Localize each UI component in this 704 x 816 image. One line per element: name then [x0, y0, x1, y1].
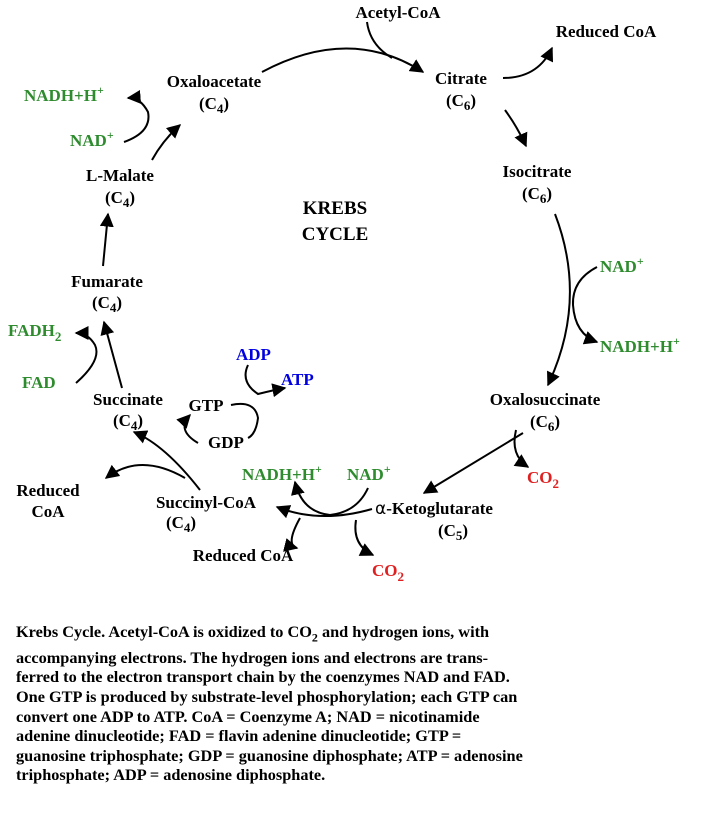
nad-to-nadh-arrow-3 [123, 89, 150, 143]
diagram-title-line1: KREBS [303, 198, 367, 219]
fad-to-fadh2-arrow [74, 326, 98, 384]
gdp-to-gtp-arrow [176, 413, 199, 444]
succinate-to-fumarate-arrow [100, 320, 123, 389]
nad-to-nadh-arrow-1 [571, 266, 599, 345]
fumarate-to-malate-arrow [99, 212, 114, 267]
caption-line-3: ferred to the electron transport chain b… [16, 667, 510, 687]
reduced-coa-bottom-label: Reduced CoA [193, 546, 294, 565]
gtp-label: GTP [189, 396, 224, 415]
citrate-label: Citrate [435, 69, 487, 88]
caption-line-2: accompanying electrons. The hydrogen ion… [16, 647, 489, 667]
fumarate-label: Fumarate [71, 272, 143, 291]
co2-release-arrow-1 [513, 429, 530, 468]
caption-line-8: triphosphate; ADP = adenosine diphosphat… [16, 765, 326, 785]
succinate-carbon-count: (C4) [113, 411, 143, 433]
ketoglutarate-to-succinyl-coa-arrow [275, 505, 373, 519]
malate-to-oxaloacetate-arrow [151, 124, 182, 161]
reduced-coa-top-arrow [502, 46, 554, 79]
figure-caption: Krebs Cycle. Acetyl-CoA is oxidized to C… [16, 622, 696, 785]
fadh2-label: FADH2 [8, 321, 61, 344]
isocitrate-carbon-count: (C6) [522, 184, 552, 206]
nadh-label-1: NADH+H+ [600, 334, 680, 356]
reduced-coa-left-arrow [104, 464, 186, 479]
atp-label: ATP [281, 370, 314, 389]
l-malate-label: L-Malate [86, 166, 154, 185]
oxaloacetate-label: Oxaloacetate [167, 72, 262, 91]
krebs-cycle-diagram: KREBS CYCLE Acetyl-CoA Reduced CoA Citra… [8, 3, 680, 584]
adp-to-atp-arrow [244, 364, 287, 398]
gdp-label: GDP [208, 433, 244, 452]
nad-label-3: NAD+ [70, 128, 114, 150]
caption-line-7: guanosine triphosphate; GDP = guanosine … [16, 745, 523, 765]
acetyl-coa-label: Acetyl-CoA [356, 3, 442, 22]
l-malate-carbon-count: (C4) [105, 188, 135, 210]
oxalosuccinate-to-ketoglutarate-arrow [422, 432, 524, 494]
oxaloacetate-carbon-count: (C4) [199, 94, 229, 116]
caption-line-4: One GTP is produced by substrate-level p… [16, 687, 518, 707]
oxalosuccinate-label: Oxalosuccinate [490, 390, 601, 409]
nad-to-nadh-arrow-2 [291, 480, 369, 517]
fumarate-carbon-count: (C4) [92, 293, 122, 315]
ketoglutarate-carbon-count: (C5) [438, 521, 468, 543]
nad-label-1: NAD+ [600, 254, 644, 276]
nadh-label-2: NADH+H+ [242, 462, 322, 484]
adp-label: ADP [236, 345, 271, 364]
succinyl-coa-to-succinate-arrow [132, 430, 201, 491]
oxalosuccinate-carbon-count: (C6) [530, 412, 560, 434]
nad-label-2: NAD+ [347, 462, 391, 484]
diagram-title-line2: CYCLE [302, 224, 369, 245]
oxaloacetate-to-citrate-arrow [261, 47, 425, 73]
caption-line-5: convert one ADP to ATP. CoA = Coenzyme A… [16, 706, 480, 726]
co2-label-2: CO2 [372, 561, 404, 584]
nadh-label-3: NADH+H+ [24, 83, 104, 105]
citrate-to-isocitrate-arrow [504, 109, 528, 148]
succinyl-coa-label: Succinyl-CoA [156, 493, 257, 512]
co2-release-arrow-2 [354, 519, 375, 556]
citrate-carbon-count: (C6) [446, 91, 476, 113]
succinyl-coa-carbon-count: (C4) [166, 513, 196, 535]
succinate-label: Succinate [93, 390, 163, 409]
co2-label-1: CO2 [527, 468, 559, 491]
isocitrate-to-oxalosuccinate-arrow [547, 213, 571, 387]
reduced-coa-top-label: Reduced CoA [556, 22, 657, 41]
caption-line-1: Krebs Cycle. Acetyl-CoA is oxidized to C… [16, 622, 490, 645]
isocitrate-label: Isocitrate [503, 162, 572, 181]
gtp-gdp-coupling-line [230, 402, 260, 439]
fad-label: FAD [22, 373, 56, 392]
reduced-coa-bottom-arrow [283, 517, 301, 552]
ketoglutarate-label: α-Ketoglutarate [375, 499, 493, 519]
reduced-coa-left-label-1: Reduced [16, 481, 80, 500]
reduced-coa-left-label-2: CoA [31, 502, 65, 521]
caption-line-6: adenine dinucleotide; FAD = flavin adeni… [16, 726, 462, 746]
